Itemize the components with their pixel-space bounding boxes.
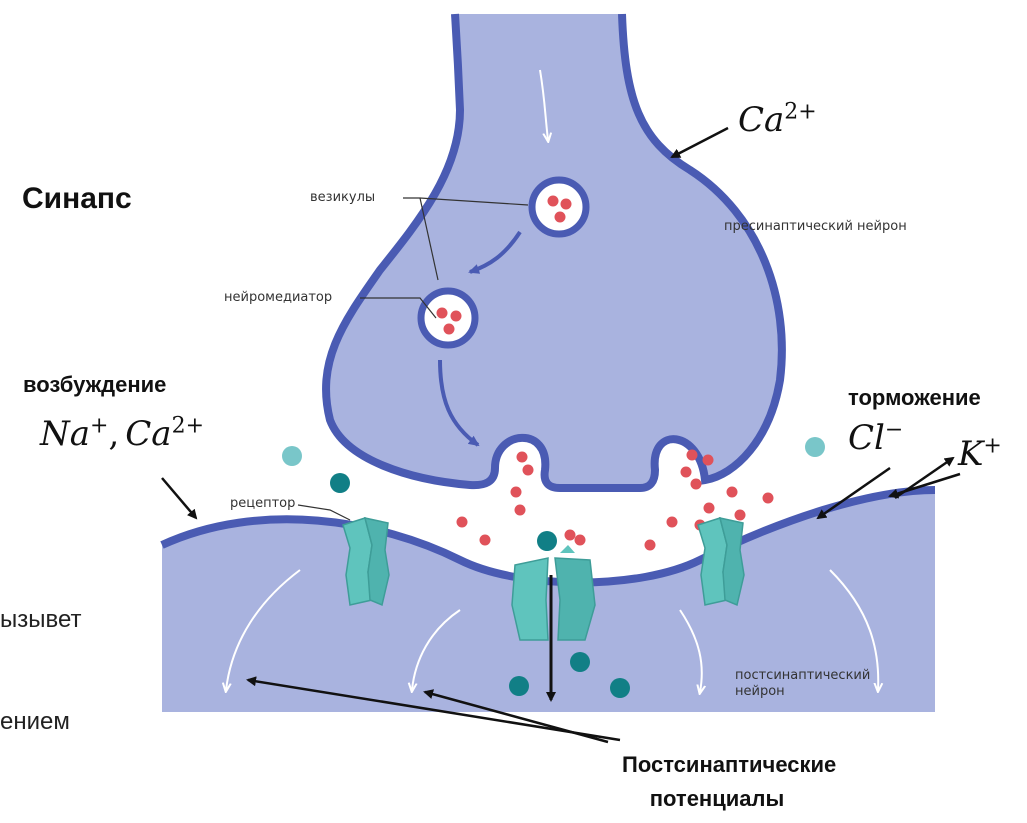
receptor-right <box>698 518 744 605</box>
label-postsynaptic-potentials: Постсинаптические потенциалы <box>622 748 812 816</box>
ion-na-ca: Na+,Ca2+ <box>40 414 204 454</box>
ion-ca-top: Ca2+ <box>738 100 817 140</box>
receptor-left <box>343 518 389 605</box>
title: Синапс <box>22 182 132 216</box>
label-vesicles: везикулы <box>310 190 375 206</box>
cut-text-2: ением <box>0 708 70 736</box>
ion-cl: Cl− <box>848 418 903 458</box>
label-postsynaptic: постсинаптический нейрон <box>735 668 885 700</box>
ion-k: K+ <box>958 434 1002 474</box>
cut-text-1: ызывет <box>0 606 82 634</box>
vesicle-upper <box>532 180 586 234</box>
label-receptor: рецептор <box>230 496 295 512</box>
label-neurotransmitter: нейромедиатор <box>224 290 332 306</box>
label-presynaptic: пресинаптический нейрон <box>724 219 914 235</box>
label-excitation: возбуждение <box>23 372 166 398</box>
label-inhibition: торможение <box>848 385 981 411</box>
vesicle-lower <box>421 291 475 345</box>
